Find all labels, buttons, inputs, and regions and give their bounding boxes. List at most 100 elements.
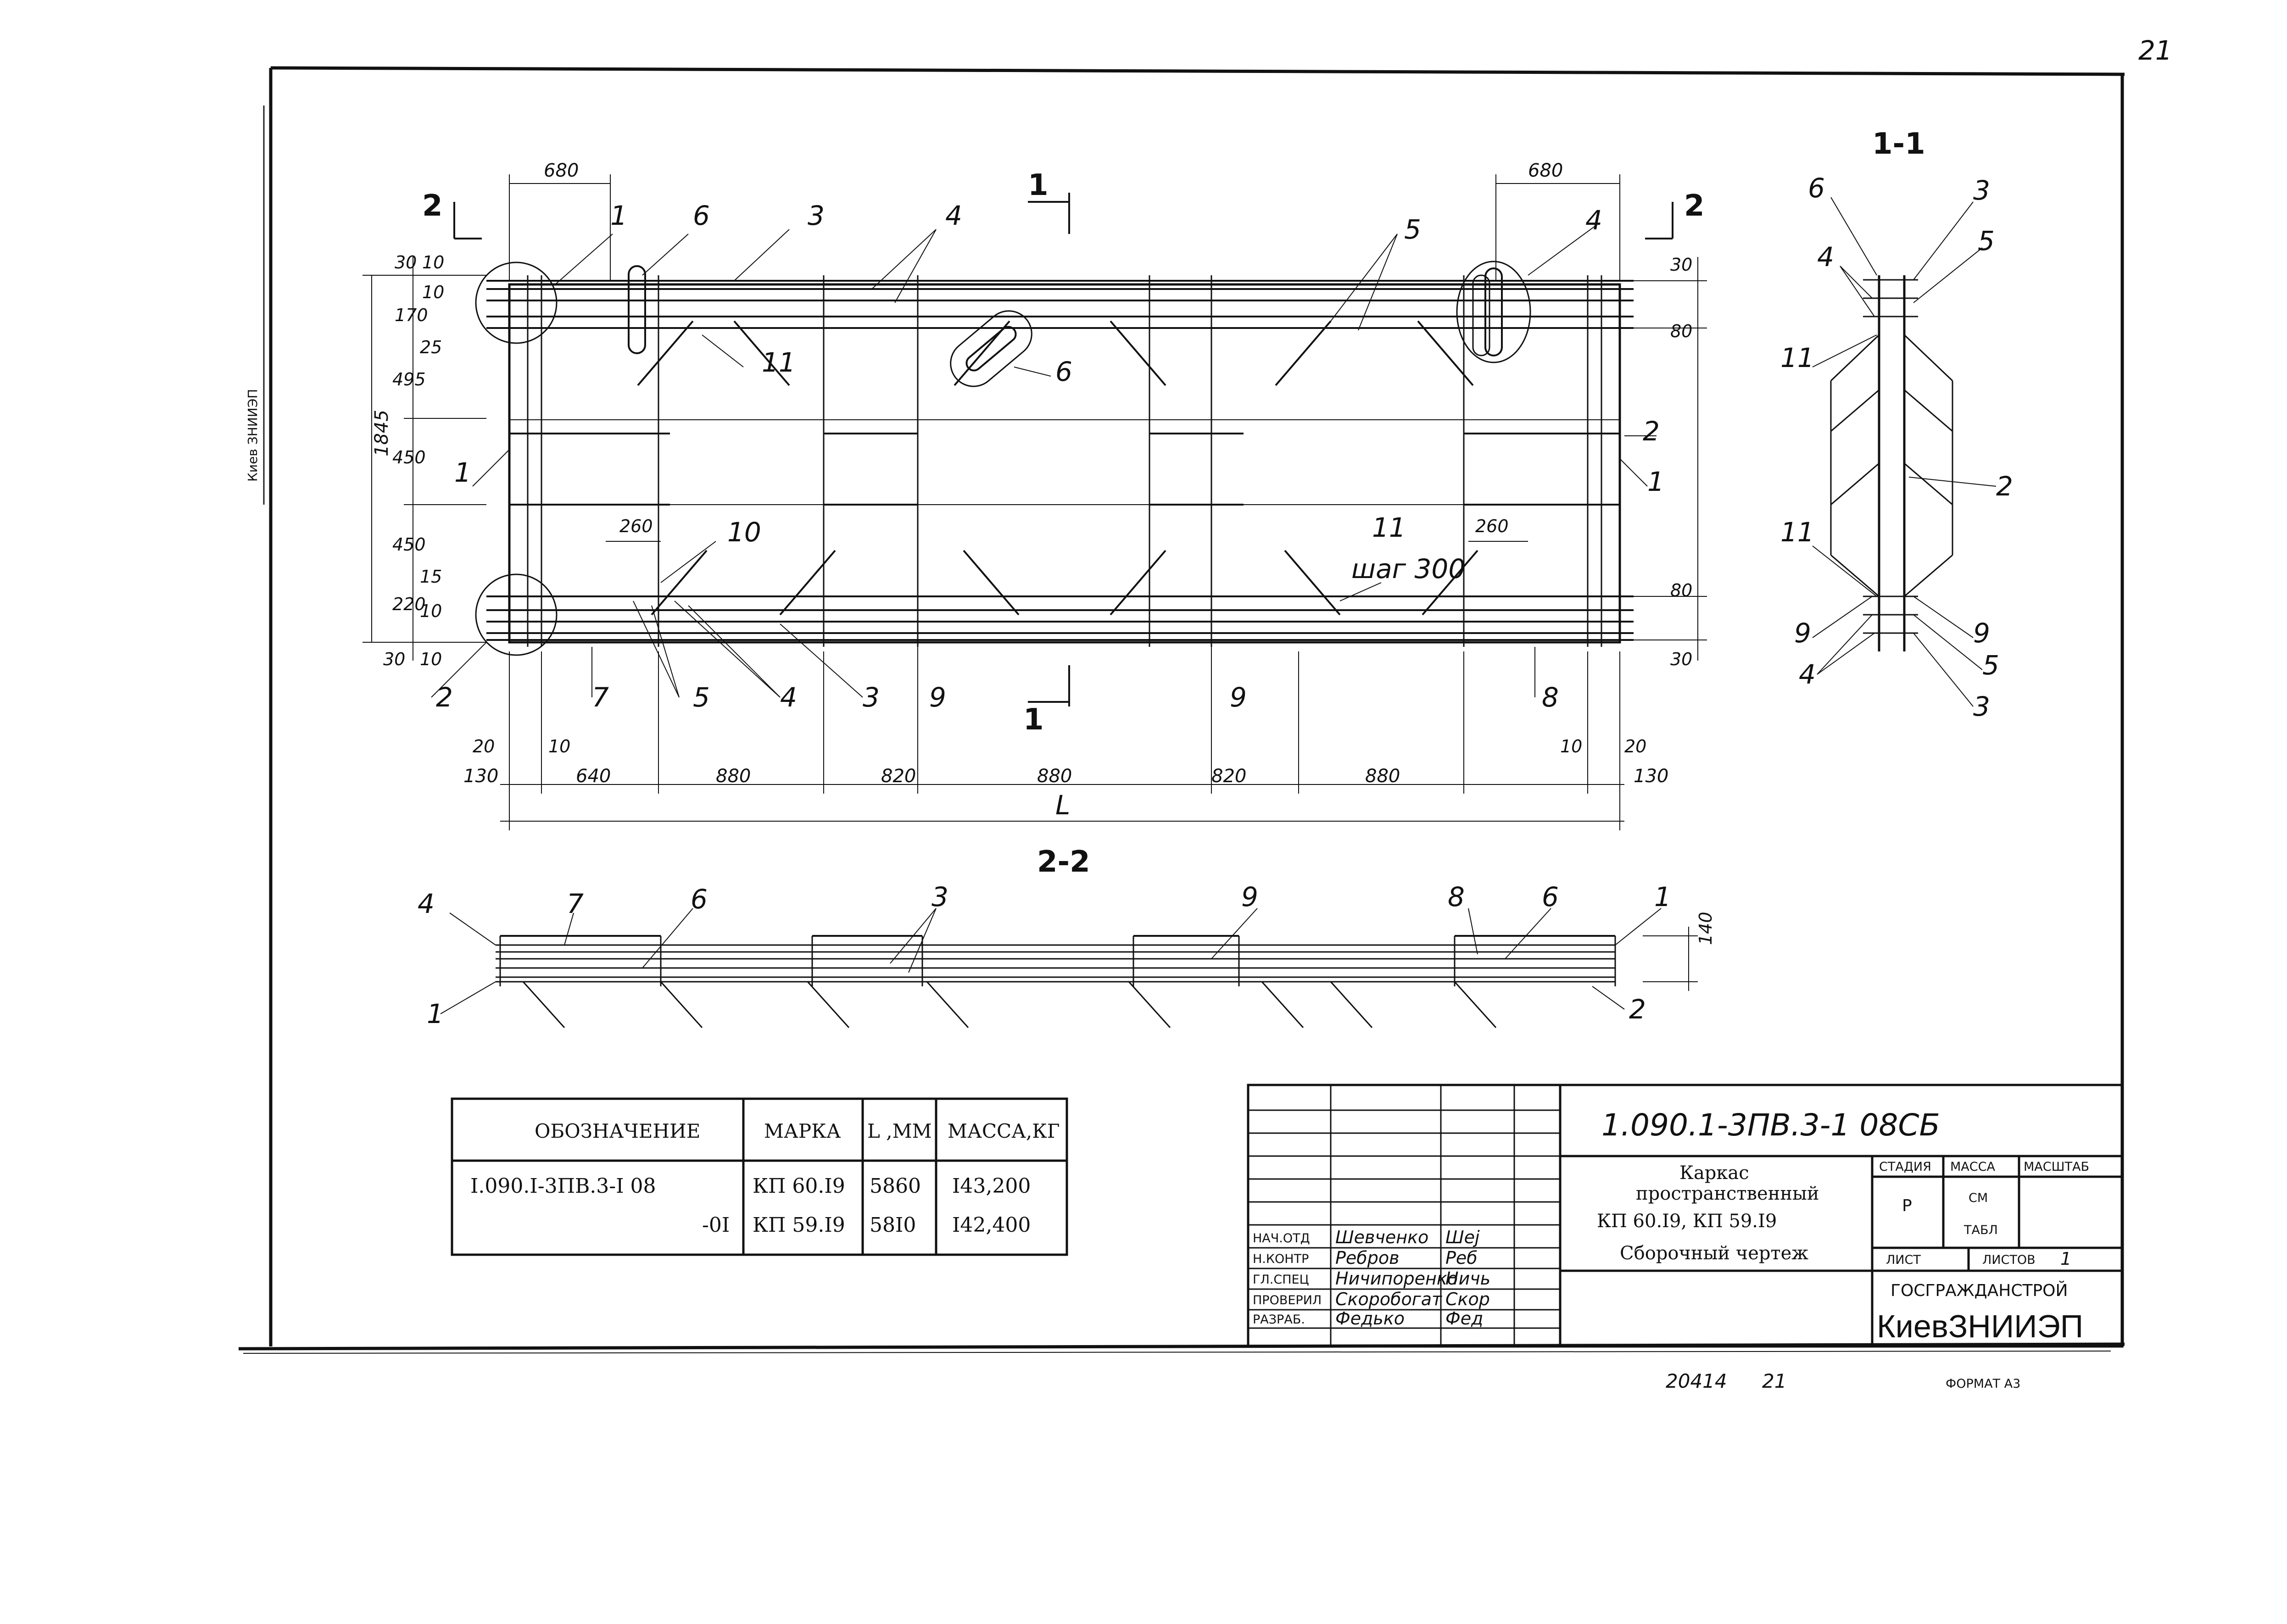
dim-bottom-2: 880 [716,766,751,787]
callout-4-topright: 4 [1585,205,1602,236]
sig-name-3: Ничипоренко [1335,1268,1458,1289]
dim-bottom-3: 820 [881,766,916,787]
dim-r80b: 80 [1670,580,1692,601]
s11-callout-2: 2 [1996,471,2013,502]
stage-header: СТАДИЯ [1879,1160,1931,1174]
dim-260-right: 260 [1475,516,1509,536]
callout-6-mid: 6 [1055,356,1072,387]
spec-table: ОБОЗНАЧЕНИЕ МАРКА L ,ММ МАССА,КГ I.090.I… [451,1097,1068,1256]
s11-callout-11-bottom: 11 [1780,517,1814,548]
cut-1-top: 1 [1028,168,1049,202]
doc-code: 1.090.1-3ПВ.3-1 08СБ [1601,1107,1940,1143]
sig-name-5: Федько [1335,1308,1405,1329]
dim-v30a: 30 [395,252,417,273]
dim-bottom-0: 130 [463,766,498,787]
callout-3-bottom: 3 [863,682,880,713]
callout-11: 11 [762,347,796,378]
dim-b20-left: 20 [473,736,495,756]
sig-sign-4: Скор [1445,1289,1490,1309]
org-line-2: КиевЗНИИЭП [1877,1308,2083,1344]
cut-2-right: 2 [1684,189,1705,223]
dim-r80a: 80 [1670,321,1692,341]
title-line-4: Сборочный чертеж [1620,1243,1808,1264]
sig-sign-5: Фед [1445,1308,1483,1329]
sheet-frame [238,66,2125,1354]
s22-callout-8: 8 [1448,881,1465,912]
callout-1-top: 1 [610,200,627,231]
s22-dim-140: 140 [1696,912,1716,945]
step-label: шаг 300 [1351,553,1465,584]
spec-header-length: L ,ММ [867,1120,932,1142]
spec-r2-mass: I42,400 [952,1213,1031,1237]
dim-v15: 15 [420,567,442,587]
dim-bottom-1: 640 [576,766,611,787]
callout-2-bottom: 2 [436,682,453,713]
sheets-label: ЛИСТОВ [1982,1253,2036,1267]
section-2-2-title: 2-2 [1037,845,1090,879]
dim-bottom-4: 880 [1037,766,1072,787]
spec-header-designation: ОБОЗНАЧЕНИЕ [535,1120,700,1142]
spec-r2-designation: -0I [702,1213,730,1237]
sig-sign-2: Реб [1445,1248,1478,1268]
spec-r1-length: 5860 [870,1174,921,1198]
stage-value: Р [1902,1196,1912,1215]
title-block: 1.090.1-3ПВ.3-1 08СБ Каркас пространстве… [1247,1084,2124,1348]
sig-role-4: ПРОВЕРИЛ [1253,1293,1322,1307]
s22-callout-9: 9 [1241,881,1258,912]
s11-callout-4-top: 4 [1817,241,1834,273]
mass-value-2: ТАБЛ [1963,1223,1998,1237]
plan-callouts: 1 6 3 4 5 4 11 6 2 1 1 10 11 2 7 5 4 3 9… [431,200,1664,713]
s11-callout-9-left: 9 [1794,617,1811,649]
s22-callout-6-left: 6 [691,884,708,915]
callout-9-b: 9 [1230,682,1247,713]
callout-1-right: 1 [1647,466,1664,497]
title-line-3: КП 60.I9, КП 59.I9 [1597,1211,1777,1232]
title-line-2: пространственный [1636,1183,1819,1204]
plan-dim-text: 680 680 1845 30 10 170 10 25 495 450 450… [371,160,1692,821]
mass-value: СМ [1969,1191,1988,1205]
plan-dimensions [363,174,1707,830]
dim-b10-right: 10 [1560,736,1582,756]
dim-total-height: 1845 [371,410,392,456]
s22-callout-6-right: 6 [1542,881,1559,912]
spec-header-mass: МАССА,КГ [948,1120,1060,1142]
sig-name-4: Скоробогат [1335,1289,1443,1309]
section-1-1-title: 1-1 [1872,127,1925,161]
sheets-value: 1 [2060,1249,2071,1269]
spec-r1-designation: I.090.I-3ПВ.3-I 08 [470,1174,656,1198]
svg-text:Киев ЗНИИЭП: Киев ЗНИИЭП [245,389,260,482]
section-1-1: 1-1 [1780,127,2013,722]
callout-9-a: 9 [929,682,946,713]
spec-r1-mark: КП 60.I9 [753,1174,845,1198]
cage-outline [508,283,1621,644]
dim-bottom-6: 880 [1365,766,1400,787]
inventory-number: 20414 [1666,1370,1727,1392]
dim-b20-right: 20 [1624,736,1646,756]
sheet-label: ЛИСТ [1886,1253,1921,1267]
dim-v10a: 10 [422,252,444,273]
dim-v450b: 450 [392,534,426,555]
mass-header: МАССА [1950,1160,1995,1174]
page-number: 21 [2138,35,2172,66]
dim-260-left: 260 [619,516,653,536]
callout-4-bottom: 4 [780,682,797,713]
plan-view [475,261,1634,656]
s22-callout-3: 3 [932,881,948,912]
dim-r30a: 30 [1670,255,1692,275]
callout-3-top: 3 [808,200,825,231]
callout-11-right: 11 [1372,512,1406,543]
org-line-1: ГОСГРАЖДАНСТРОЙ [1891,1281,2068,1300]
s11-callout-3-bottom: 3 [1973,691,1990,722]
dim-overall: L [1055,790,1070,821]
callout-7: 7 [592,682,609,713]
s22-callout-4: 4 [418,888,435,919]
s22-callout-7: 7 [567,888,584,919]
section-2-2: 2-2 [418,845,1716,1029]
spec-r2-length: 58I0 [870,1213,916,1237]
cut-1-bottom: 1 [1023,703,1044,737]
dim-v495: 495 [392,369,426,389]
sig-role-3: ГЛ.СПЕЦ [1253,1273,1309,1287]
s11-callout-6: 6 [1808,172,1825,204]
callout-6-top: 6 [693,200,710,231]
dim-v220: 220 [392,594,426,614]
